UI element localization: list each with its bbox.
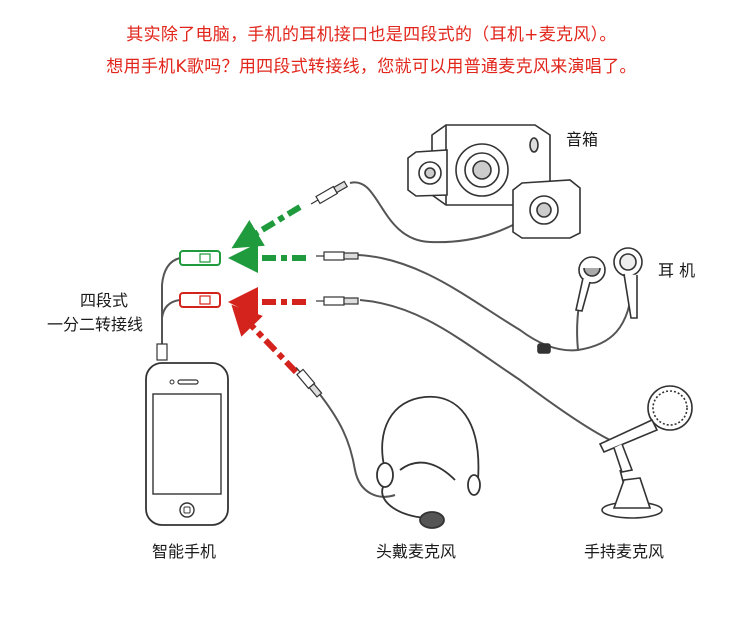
label-earphone: 耳 机 [658,261,696,280]
green-arrows [228,204,306,273]
cable-speaker [349,181,541,244]
label-speaker: 音箱 [566,130,599,149]
cable-phone-to-splitter [161,257,181,358]
cables [161,181,634,498]
splitter-cable-icon [156,250,221,361]
smartphone-icon [145,362,229,526]
label-headset-mic: 头戴麦克风 [376,542,457,561]
red-arrows [228,287,306,375]
plug-handheld [316,296,359,306]
header-line-1: 其实除了电脑，手机的耳机接口也是四段式的（耳机+麦克风）。 [126,25,617,45]
plug-earphone [316,251,359,261]
label-adapter-line2: 一分二转接线 [47,315,144,334]
label-handheld-mic: 手持麦克风 [584,542,665,561]
cable-earphone [357,254,634,352]
red-arrow-headset [231,304,299,375]
plug-speaker [310,180,349,205]
headset-microphone-icon [376,395,481,529]
label-adapter-line1: 四段式 [80,291,129,310]
cable-handheld-mic [359,299,611,441]
speaker-icon [407,124,581,239]
plug-headset [295,367,323,398]
earphone-icon [537,247,643,354]
cable-headset [317,391,396,498]
cable-splitter-branch [161,299,181,319]
green-arrow-speaker [231,204,302,249]
plugs [295,180,359,398]
header-line-2: 想用手机K歌吗？用四段式转接线，您就可以用普通麦克风来演唱了。 [106,57,637,77]
handheld-microphone-icon [598,385,693,519]
label-phone: 智能手机 [152,542,217,561]
